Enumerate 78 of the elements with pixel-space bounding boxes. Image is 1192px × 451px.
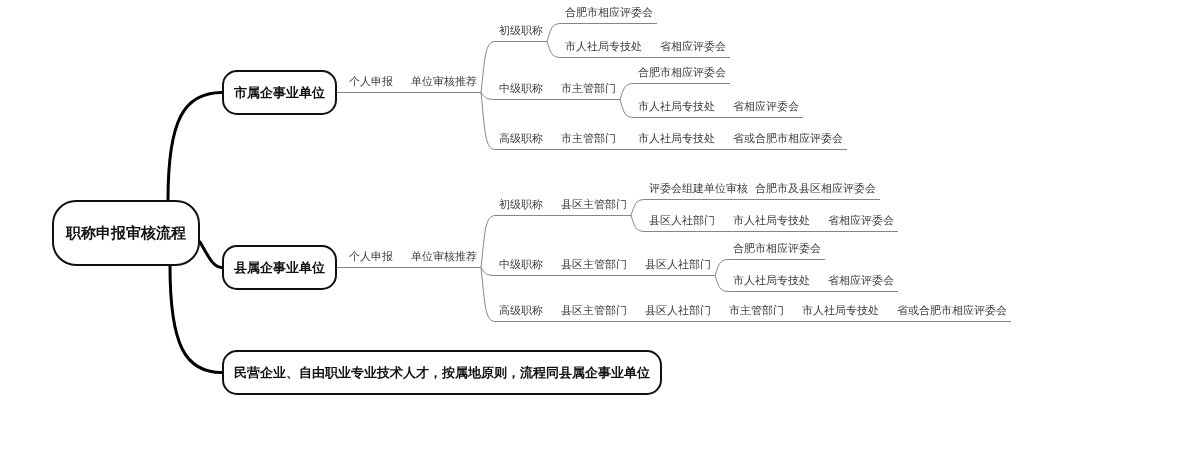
- connector-line: [882, 321, 894, 322]
- underlined-topic: 初级职称: [495, 196, 547, 216]
- connector-line: [619, 149, 635, 150]
- connector-line: [813, 231, 825, 232]
- topic-box: 市属企事业单位: [222, 70, 337, 115]
- underlined-topic: 省相应评委会: [824, 272, 898, 292]
- underlined-topic: 合肥市相应评委会: [561, 4, 657, 24]
- connector-line: [645, 57, 657, 58]
- connector-line: [787, 321, 799, 322]
- underlined-topic: 合肥市及县区相应评委会: [751, 180, 880, 200]
- connector-line: [718, 231, 730, 232]
- underlined-topic: 合肥市相应评委会: [634, 64, 730, 84]
- connector-line: [480, 92, 496, 100]
- connector-line: [546, 41, 562, 58]
- connector-line: [813, 291, 825, 292]
- underlined-topic: 初级职称: [495, 22, 547, 42]
- connector-line: [336, 92, 346, 93]
- connector-line: [714, 275, 730, 292]
- underlined-topic: 市人社局专技处: [729, 212, 814, 232]
- connector-line: [396, 267, 408, 268]
- underlined-topic: 市人社局专技处: [634, 130, 719, 150]
- underlined-topic: 县区主管部门: [557, 196, 631, 216]
- underlined-topic: 县区主管部门: [557, 256, 631, 276]
- central-topic-box: 职称申报审核流程: [52, 200, 200, 266]
- underlined-topic: 个人申报: [345, 248, 397, 268]
- connector-line: [630, 199, 646, 216]
- connector-line: [480, 267, 496, 322]
- connector-line: [630, 321, 642, 322]
- underlined-topic: 评委会组建单位审核: [645, 180, 752, 200]
- connector-line: [630, 275, 642, 276]
- underlined-topic: 市人社局专技处: [729, 272, 814, 292]
- underlined-topic: 中级职称: [495, 80, 547, 100]
- connector-line: [480, 267, 496, 276]
- branch-curve: [168, 264, 224, 374]
- connector-line: [619, 83, 635, 100]
- underlined-topic: 高级职称: [495, 302, 547, 322]
- connector-line: [714, 259, 730, 276]
- topic-box: 县属企事业单位: [222, 245, 337, 290]
- underlined-topic: 合肥市相应评委会: [729, 240, 825, 260]
- connector-line: [546, 149, 558, 150]
- underlined-topic: 省或合肥市相应评委会: [893, 302, 1011, 322]
- connector-line: [336, 267, 346, 268]
- underlined-topic: 单位审核推荐: [407, 248, 481, 268]
- underlined-topic: 县区人社部门: [641, 302, 715, 322]
- underlined-topic: 市人社局专技处: [561, 38, 646, 58]
- underlined-topic: 市主管部门: [557, 130, 620, 150]
- underlined-topic: 省相应评委会: [729, 98, 803, 118]
- connector-line: [546, 215, 558, 216]
- underlined-topic: 个人申报: [345, 73, 397, 93]
- connector-line: [619, 99, 635, 118]
- branch-curve: [166, 91, 224, 202]
- underlined-topic: 单位审核推荐: [407, 73, 481, 93]
- underlined-topic: 省相应评委会: [656, 38, 730, 58]
- underlined-topic: 市人社局专技处: [798, 302, 883, 322]
- connector-line: [546, 23, 562, 42]
- connector-line: [546, 321, 558, 322]
- underlined-topic: 市主管部门: [557, 80, 620, 100]
- underlined-topic: 县区人社部门: [645, 212, 719, 232]
- underlined-topic: 县区主管部门: [557, 302, 631, 322]
- connector-line: [718, 149, 730, 150]
- underlined-topic: 县区人社部门: [641, 256, 715, 276]
- connector-line: [630, 215, 646, 232]
- connector-line: [546, 99, 558, 100]
- underlined-topic: 市人社局专技处: [634, 98, 719, 118]
- underlined-topic: 省相应评委会: [824, 212, 898, 232]
- connector-line: [480, 41, 496, 93]
- connector-line: [480, 215, 496, 268]
- branch-curve: [198, 240, 224, 269]
- topic-box: 民营企业、自由职业专业技术人才，按属地原则，流程同县属企事业单位: [222, 350, 662, 395]
- underlined-topic: 中级职称: [495, 256, 547, 276]
- underlined-topic: 省或合肥市相应评委会: [729, 130, 847, 150]
- underlined-topic: 市主管部门: [725, 302, 788, 322]
- connector-line: [480, 92, 496, 150]
- connector-line: [718, 117, 730, 118]
- connector-line: [396, 92, 408, 93]
- underlined-topic: 高级职称: [495, 130, 547, 150]
- connector-line: [714, 321, 726, 322]
- connector-line: [546, 275, 558, 276]
